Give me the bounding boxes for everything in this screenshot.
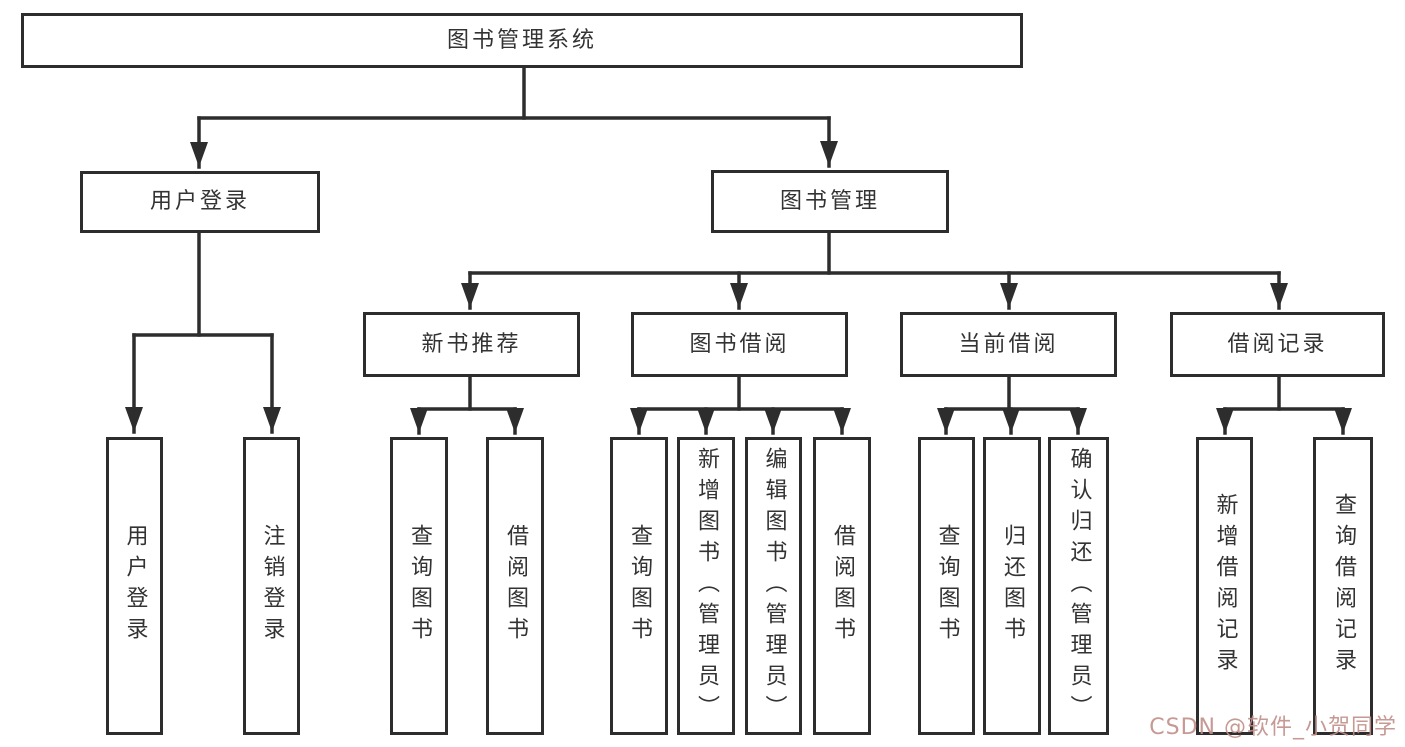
leaf-query-books-2-label: 查询图书	[627, 524, 652, 648]
connector-root-to-level2	[190, 66, 838, 169]
leaf-borrow-books-2: 借阅图书	[813, 437, 871, 735]
node-book-borrowing: 图书借阅	[631, 312, 848, 377]
leaf-query-books-1-label: 查询图书	[407, 524, 432, 648]
connector-user-login-to-children	[125, 231, 281, 434]
leaf-add-books-admin: 新增图书（管理员）	[677, 437, 735, 735]
leaf-borrow-books-1-label: 借阅图书	[503, 524, 528, 648]
leaf-confirm-return-admin: 确认归还（管理员）	[1048, 437, 1109, 735]
leaf-add-borrow-record: 新增借阅记录	[1196, 437, 1253, 735]
leaf-edit-books-admin: 编辑图书（管理员）	[745, 437, 802, 735]
leaf-query-books-1: 查询图书	[390, 437, 448, 735]
node-library-management-system: 图书管理系统	[21, 13, 1023, 68]
leaf-logout: 注销登录	[243, 437, 300, 735]
connector-new-book-rec-to-children	[410, 375, 524, 435]
node-current-borrowing: 当前借阅	[900, 312, 1117, 377]
leaf-user-login: 用户登录	[106, 437, 163, 735]
node-user-login: 用户登录	[80, 171, 320, 233]
node-book-management: 图书管理	[711, 170, 949, 233]
csdn-watermark: CSDN @软件_小贺同学	[1149, 715, 1397, 740]
leaf-user-login-label: 用户登录	[122, 524, 148, 648]
leaf-query-books-3-label: 查询图书	[934, 524, 960, 648]
connector-current-borrow-to-children	[937, 375, 1087, 435]
connector-book-borrow-to-children	[630, 375, 851, 435]
leaf-borrow-books-2-label: 借阅图书	[830, 524, 855, 648]
leaf-query-borrow-record: 查询借阅记录	[1313, 437, 1373, 735]
connector-borrow-record-to-children	[1216, 375, 1352, 435]
leaf-logout-label: 注销登录	[259, 524, 285, 648]
leaf-query-borrow-record-label: 查询借阅记录	[1331, 493, 1356, 679]
connector-book-management-to-level3	[461, 231, 1288, 310]
leaf-add-borrow-record-label: 新增借阅记录	[1212, 493, 1238, 679]
leaf-query-books-3: 查询图书	[918, 437, 975, 735]
leaf-return-books-label: 归还图书	[1000, 524, 1025, 648]
node-new-book-recommendation: 新书推荐	[363, 312, 580, 377]
leaf-query-books-2: 查询图书	[610, 437, 668, 735]
leaf-return-books: 归还图书	[983, 437, 1041, 735]
node-borrowing-records: 借阅记录	[1170, 312, 1385, 377]
leaf-borrow-books-1: 借阅图书	[486, 437, 544, 735]
leaf-add-books-admin-label: 新增图书（管理员）	[694, 446, 719, 726]
leaf-edit-books-admin-label: 编辑图书（管理员）	[761, 446, 787, 726]
leaf-confirm-return-admin-label: 确认归还（管理员）	[1066, 446, 1092, 726]
